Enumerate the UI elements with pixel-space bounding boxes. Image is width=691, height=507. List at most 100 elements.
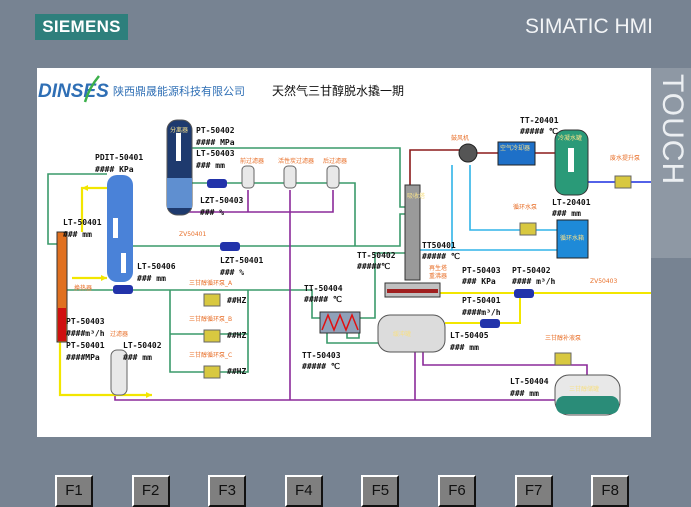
- instrument-tag: ##### ℃: [302, 362, 340, 371]
- function-key-f3[interactable]: F3: [208, 475, 247, 507]
- circ-water-tank: [556, 219, 589, 259]
- instrument-tag: ####m³/h: [462, 308, 501, 317]
- simatic-hmi-label: SIMATIC HMI: [525, 15, 653, 38]
- instrument-tag: ##HZ: [227, 296, 246, 305]
- equipment-label: 重沸器: [429, 272, 447, 280]
- equipment-label: 过滤器: [110, 330, 128, 338]
- hmi-screen: DINSES 陕西鼎晟能源科技有限公司 天然气三甘醇脱水撬一期: [37, 68, 651, 437]
- instrument-tag: ####m³/h: [66, 329, 105, 338]
- instrument-tag: ### mm: [123, 353, 152, 362]
- equipment: [56, 119, 632, 416]
- instrument-tag: ##HZ: [227, 331, 246, 340]
- pumps: [203, 175, 632, 379]
- instrument-tag: TT-20401: [520, 116, 559, 125]
- instrument-tag: ##### ℃: [520, 127, 558, 136]
- vessel-label: 空气冷却器: [500, 144, 530, 152]
- equipment-label: 三甘醇循环泵_B: [189, 315, 232, 323]
- instrument-tag: LZT-50403: [200, 196, 244, 205]
- regen-column: [404, 184, 421, 281]
- exhaust-pipe: [409, 149, 460, 185]
- instrument-tag: LT-50403: [196, 149, 235, 158]
- vessel-label: 缓冲罐: [393, 330, 411, 338]
- instrument-tag: ####MPa: [66, 353, 100, 362]
- instrument-tag: LT-50406: [137, 262, 176, 271]
- instrument-tag: LT-20401: [552, 198, 591, 207]
- vessel-label: 分离器: [170, 126, 188, 134]
- instrument-tag: TT-50404: [304, 284, 343, 293]
- water-pipe: [451, 165, 557, 251]
- company-name: 陕西鼎晟能源科技有限公司: [113, 84, 245, 98]
- equipment-label: 鼓风机: [451, 134, 469, 142]
- instrument-tag: PT-50402: [196, 126, 235, 135]
- page-title: 天然气三甘醇脱水撬一期: [272, 83, 404, 98]
- equipment-label: 三甘醇循环泵_A: [189, 279, 233, 287]
- instrument-tag: LT-50402: [123, 341, 162, 350]
- instrument-tag: ### %: [220, 268, 244, 277]
- instrument-tag: LZT-50401: [220, 256, 264, 265]
- function-key-f8[interactable]: F8: [591, 475, 630, 507]
- gas-pipe: [47, 173, 107, 245]
- separator-window: [176, 133, 181, 161]
- instrument-tag: LT-50404: [510, 377, 549, 386]
- equipment-label: 三甘醇循环泵_C: [189, 351, 232, 359]
- equipment-label: 前过滤器: [240, 157, 264, 165]
- instrument-tag: PDIT-50401: [95, 153, 143, 162]
- function-key-f5[interactable]: F5: [361, 475, 400, 507]
- instrument-tag: #### MPa: [196, 138, 235, 147]
- equipment-label: 废水提升泵: [610, 154, 640, 162]
- yellow-pipe: [445, 293, 521, 324]
- equipment-label: ZV50401: [179, 231, 206, 238]
- touch-strip: TOUCH: [651, 68, 691, 258]
- function-key-f6[interactable]: F6: [438, 475, 476, 507]
- function-key-f4[interactable]: F4: [284, 475, 323, 507]
- instrument-tag: TT50401: [422, 241, 456, 250]
- function-key-f7[interactable]: F7: [514, 475, 553, 507]
- air-cooler: [497, 141, 536, 166]
- logo: DINSES 陕西鼎晟能源科技有限公司: [38, 75, 245, 103]
- equipment-label: 三甘醇补液泵: [545, 334, 581, 342]
- carbon-filter: [283, 165, 297, 189]
- pump-b: [203, 329, 221, 343]
- front-filter: [241, 165, 255, 189]
- vessel-label: 循环水箱: [560, 234, 584, 242]
- logo-leaf-icon: [83, 75, 100, 103]
- instrument-tag: ### mm: [137, 274, 166, 283]
- heat-exchanger: [319, 311, 361, 334]
- instrument-tag: LT-50405: [450, 331, 489, 340]
- instrument-tag: ### mm: [450, 343, 479, 352]
- blower-fan-icon: [458, 143, 478, 163]
- blue-vessel: [107, 175, 133, 282]
- instrument-tag: ### mm: [63, 230, 92, 239]
- function-key-f1[interactable]: F1: [55, 475, 93, 507]
- equipment-label: ZV50403: [590, 278, 617, 285]
- vessel-label: 冷凝水罐: [558, 134, 582, 142]
- function-key-f2[interactable]: F2: [131, 475, 170, 507]
- gas-pipe: [133, 213, 409, 247]
- equipment-label: 换热器: [74, 284, 92, 292]
- makeup-pump: [554, 352, 572, 366]
- instrument-tag: ### KPa: [462, 277, 496, 286]
- equipment-label: 后过滤器: [323, 157, 347, 165]
- instrument-tag: ##HZ: [227, 367, 246, 376]
- equipment-label: 活性炭过滤器: [278, 157, 314, 165]
- instrument-tag: #### m³/h: [512, 277, 556, 286]
- rear-filter: [326, 165, 340, 189]
- vessel-label: 吸收塔: [407, 192, 425, 200]
- process-diagram: DINSES 陕西鼎晟能源科技有限公司 天然气三甘醇脱水撬一期: [38, 75, 651, 416]
- instrument-tag: ##### ℃: [304, 295, 342, 304]
- hx-pipe: [326, 333, 378, 344]
- instrument-tag: PT-50401: [66, 341, 105, 350]
- instrument-tag: PT-50401: [462, 296, 501, 305]
- equipment-label: 循环水泵: [513, 203, 537, 211]
- separator-liquid: [167, 178, 192, 208]
- instrument-tag: #### KPa: [95, 165, 134, 174]
- instrument-tag: TT-50402: [357, 251, 396, 260]
- water-pipe: [469, 165, 557, 231]
- equipment-label: 再生塔: [429, 264, 447, 272]
- vessel-label: 三甘醇储罐: [569, 385, 599, 393]
- flow-meters: [113, 179, 534, 328]
- logo-text: DINSES: [38, 81, 109, 102]
- instrument-tag: TT-50403: [302, 351, 341, 360]
- buffer-tank: [377, 314, 446, 353]
- pump-c: [203, 365, 221, 379]
